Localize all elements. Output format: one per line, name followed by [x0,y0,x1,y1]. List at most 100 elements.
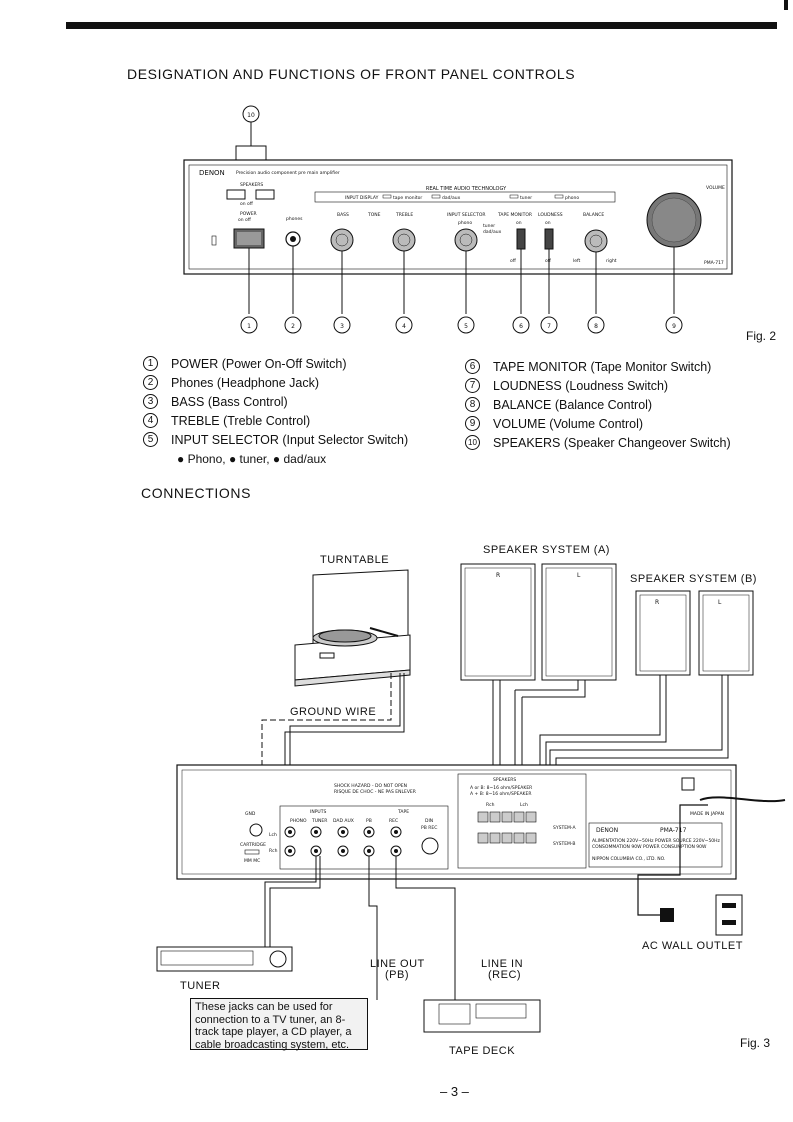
system-b-label: SYSTEM-B [553,841,576,847]
display-dad: dad/aux [442,195,461,201]
tape-deck-label: TAPE DECK [449,1045,516,1057]
legend-item-5: 5 INPUT SELECTOR (Input Selector Switch) [143,432,408,447]
gnd-label: GND [245,811,256,817]
legend-text: LOUDNESS (Loudness Switch) [493,378,669,393]
callout-6-label: 6 [519,323,523,330]
legend-text: TREBLE (Treble Control) [171,413,311,428]
jacks-note: These jacks can be used for connection t… [190,998,368,1051]
jack-phono: PHONO [290,818,307,824]
speaker-a-left [541,563,617,681]
legend-num: 10 [465,435,480,450]
din-sub: PB REC [421,825,437,831]
speakers-label: SPEAKERS [240,182,263,188]
legend-item-8: 8 BALANCE (Balance Control) [465,397,652,412]
callout-9-label: 9 [672,323,676,330]
balance-knob[interactable] [584,229,608,253]
lch-short: Lch [520,802,528,808]
input-selector-label: INPUT SELECTOR [447,212,486,218]
balance-label: BALANCE [583,212,604,218]
phones-label: phones [286,216,303,222]
loudness-off: off [545,258,552,264]
bass-knob[interactable] [330,228,354,252]
panel-brand: DENON [199,169,225,177]
tape-label: TAPE [397,809,409,815]
section-heading-front-panel: DESIGNATION AND FUNCTIONS OF FRONT PANEL… [127,66,576,82]
spk-a-or-b: A or B: 8~16 ohm/SPEAKER [470,785,532,791]
input-selector-knob[interactable] [454,228,478,252]
shock-warning-en: SHOCK HAZARD - DO NOT OPEN [334,783,407,789]
callout-1-label: 1 [247,323,251,330]
rch-short: Rch [486,802,495,808]
tape-monitor-switch[interactable] [516,228,526,250]
spk-a-and-b: A + B: 8~16 ohm/SPEAKER [470,791,531,797]
speaker-b-r: R [655,599,659,606]
tape-off: off [510,258,517,264]
fuse-holder [681,777,695,791]
treble-knob[interactable] [392,228,416,252]
legend-text: BALANCE (Balance Control) [493,397,653,412]
plate-spec2: CONSOMMATION 90W POWER CONSUMPTION 90W [592,844,707,850]
legend-item-9: 9 VOLUME (Volume Control) [465,416,643,431]
legend-text: SPEAKERS (Speaker Changeover Switch) [493,435,731,450]
header-rule [66,22,777,29]
gnd-terminal [249,823,263,837]
callout-7-label: 7 [547,323,551,330]
din-jack [421,837,439,855]
turntable [294,569,411,687]
amplifier-rear-panel [176,764,737,880]
ac-outlet-label: AC WALL OUTLET [642,940,743,952]
callout-8 [587,316,605,334]
legend-num: 6 [465,359,480,374]
speakers-terminal-label: SPEAKERS [493,777,516,783]
lch-label: Lch [269,832,277,838]
speaker-b-left [698,590,754,676]
plate-model: PMA-717 [660,827,687,834]
speaker-b-button[interactable] [255,189,275,200]
callout-8-label: 8 [594,323,598,330]
panel-model: PMA-717 [704,260,724,266]
page-corner-mark [784,0,788,10]
speaker-terminals [457,773,587,869]
inputs-label: INPUTS [310,809,326,815]
bass-label: BASS [337,212,349,218]
power-on-off: on off [238,217,252,223]
mm-mc-label: MM MC [244,858,260,864]
system-a-label: SYSTEM-A [553,825,576,831]
front-panel-diagram: 10 DENON Precision audio component pre m… [183,105,733,334]
tape-on: on [516,221,522,226]
display-tape: tape monitor [393,195,422,201]
loudness-switch[interactable] [544,228,554,250]
balance-left: left [573,258,581,264]
fig-3-label: Fig. 3 [740,1036,771,1050]
speaker-a-button[interactable] [226,189,246,200]
callout-7 [540,316,558,334]
din-label: DIN [425,818,433,824]
jack-pb: PB [366,818,372,824]
tape-monitor-label: TAPE MONITOR [497,212,532,218]
line-in-label: LINE IN [481,958,524,970]
callout-3 [333,316,351,334]
amplifier-front-panel [183,159,733,275]
loudness-on: on [545,221,551,226]
legend-item-6: 6 TAPE MONITOR (Tape Monitor Switch) [465,359,711,374]
selector-dad: dad/aux [483,229,502,235]
cartridge-label: CARTRIDGE [240,842,266,848]
line-in-sub: (REC) [488,969,522,981]
turntable-label: TURNTABLE [320,554,390,566]
loudness-label: LOUDNESS [538,212,563,218]
shock-warning-fr: RISQUE DE CHOC - NE PAS ENLEVER [334,789,416,795]
legend-item-1: 1 POWER (Power On-Off Switch) [143,356,347,371]
display-phono: phono [565,195,579,201]
power-label: POWER [240,211,257,217]
ac-plug [660,908,674,922]
ground-wire-label: GROUND WIRE [290,706,377,718]
callout-9 [665,316,683,334]
speaker-a-r: R [496,572,500,579]
jack-dad: DAD AUX [333,818,354,824]
page-number: – 3 – [440,1084,469,1099]
legend-num: 3 [143,394,158,409]
display-tuner: tuner [520,195,532,201]
jack-rec: REC [389,818,398,824]
legend-text: VOLUME (Volume Control) [493,416,644,431]
made-in: MADE IN JAPAN [690,811,724,817]
